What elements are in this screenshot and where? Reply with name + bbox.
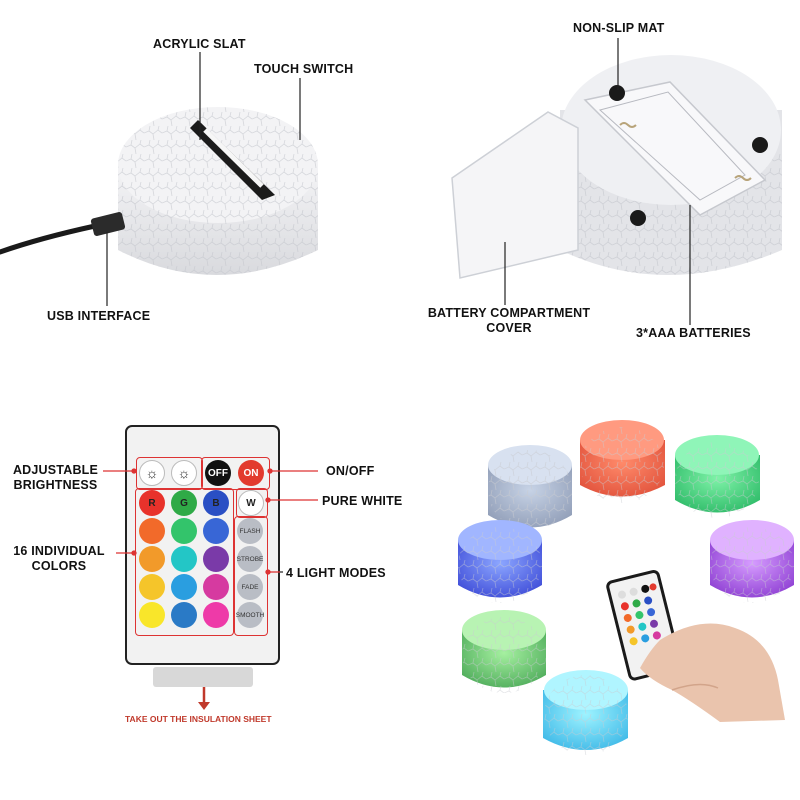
color-button[interactable]: [139, 546, 165, 572]
red-button[interactable]: R: [139, 490, 165, 516]
lamp-purple: [710, 520, 794, 603]
white-highlight: [236, 488, 268, 518]
off-button[interactable]: OFF: [205, 460, 231, 486]
color-button[interactable]: [171, 546, 197, 572]
brightness-down-button[interactable]: ☼: [139, 460, 165, 486]
colors-label-line2: COLORS: [31, 559, 87, 573]
lamp-green: [675, 435, 760, 518]
on-off-label: ON/OFF: [326, 464, 375, 478]
pure-white-label: PURE WHITE: [322, 494, 403, 508]
color-button[interactable]: [203, 574, 229, 600]
hand-with-remote: [606, 569, 785, 722]
lamp-blue: [458, 520, 542, 603]
green-button[interactable]: G: [171, 490, 197, 516]
fade-mode-button[interactable]: FADE: [237, 574, 263, 600]
white-button[interactable]: W: [238, 490, 264, 516]
light-modes-label: 4 LIGHT MODES: [286, 566, 386, 580]
modes-highlight: [234, 516, 268, 636]
flash-mode-button[interactable]: FLASH: [237, 518, 263, 544]
non-slip-mat-label: NON-SLIP MAT: [573, 21, 665, 35]
colors-highlight: [135, 488, 234, 636]
color-button[interactable]: [203, 602, 229, 628]
brightness-up-button[interactable]: ☼: [171, 460, 197, 486]
on-button[interactable]: ON: [238, 460, 264, 486]
smooth-mode-button[interactable]: SMOOTH: [236, 602, 264, 628]
colors-label: 16 INDIVIDUAL COLORS: [6, 544, 112, 574]
brightness-highlight: [136, 457, 203, 490]
blue-button[interactable]: B: [203, 490, 229, 516]
usb-interface-label: USB INTERFACE: [47, 309, 151, 323]
battery-cover-label-line1: BATTERY COMPARTMENT: [427, 306, 591, 320]
strobe-mode-button[interactable]: STROBE: [237, 546, 263, 572]
insulation-sheet: [153, 667, 253, 687]
lamp-red: [580, 420, 665, 503]
color-button[interactable]: [203, 518, 229, 544]
brightness-label: ADJUSTABLE BRIGHTNESS: [8, 463, 103, 493]
color-button[interactable]: [171, 574, 197, 600]
insulation-label: TAKE OUT THE INSULATION SHEET: [125, 714, 272, 724]
acrylic-slat-label: ACRYLIC SLAT: [153, 37, 246, 51]
lamp-cyan: [543, 670, 628, 755]
battery-cover-label-line2: COVER: [486, 321, 532, 335]
color-button[interactable]: [139, 518, 165, 544]
battery-cover-label: BATTERY COMPARTMENT COVER: [425, 306, 593, 336]
brightness-label-line1: ADJUSTABLE: [12, 463, 99, 477]
color-button[interactable]: [139, 574, 165, 600]
lamp-light-green: [462, 610, 546, 693]
lamp-grey: [488, 445, 572, 530]
color-button[interactable]: [203, 546, 229, 572]
color-button[interactable]: [139, 602, 165, 628]
colors-label-line1: 16 INDIVIDUAL: [13, 544, 105, 558]
touch-switch-label: TOUCH SWITCH: [254, 62, 354, 76]
brightness-label-line2: BRIGHTNESS: [13, 478, 98, 492]
color-button[interactable]: [171, 518, 197, 544]
color-button[interactable]: [171, 602, 197, 628]
batteries-label: 3*AAA BATTERIES: [636, 326, 751, 340]
